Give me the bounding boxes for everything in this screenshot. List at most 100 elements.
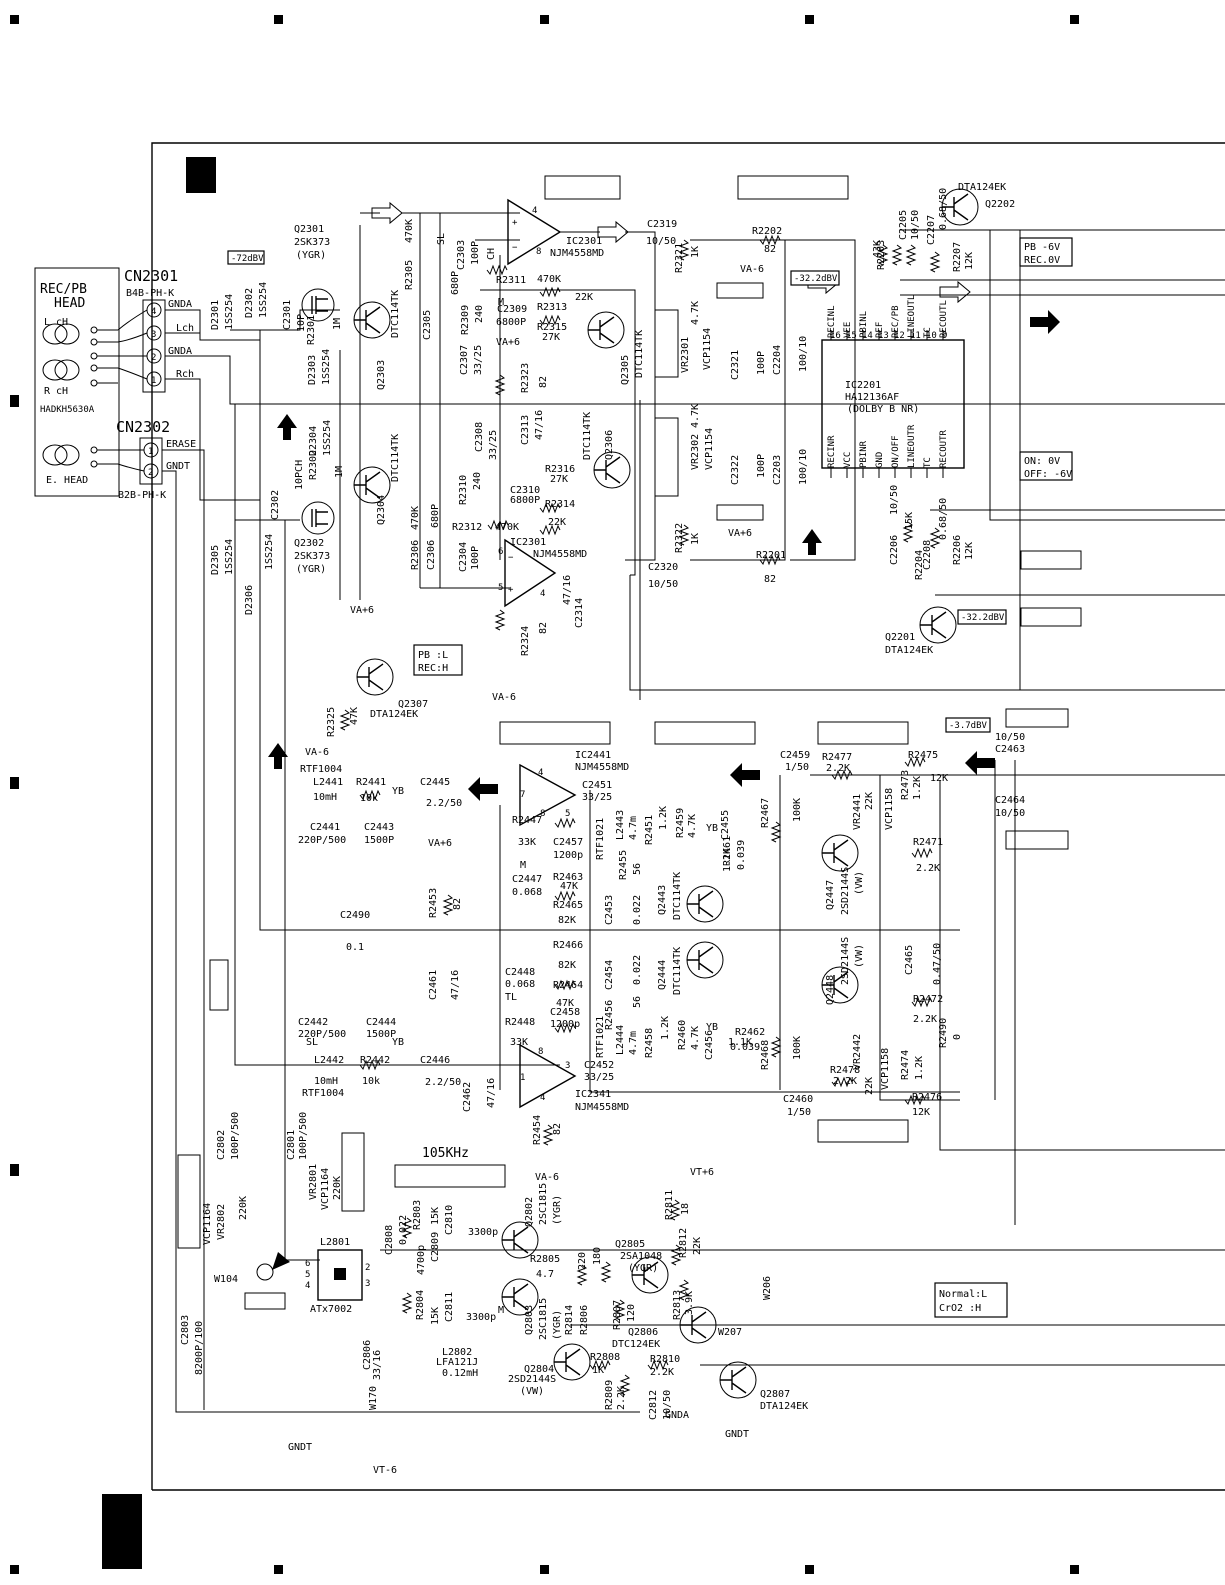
ic2341-label: IC2341 [575,1089,611,1100]
label-parts-c2208-114: C2208 [922,540,933,570]
resistor-zigzag [678,524,690,546]
label-parts-r2458_v-219: 1.2K [660,1016,671,1040]
label-parts-r2451-154: R2451 [644,815,655,845]
label-parts-r2463-147: R2463 [553,872,583,883]
label-parts-c2461_v-200: 47/16 [450,970,461,1000]
label-parts-r2808_v-308: 1K [592,1365,604,1376]
transistor-6 [919,606,957,644]
label-parts-c2320_v-91: 10/50 [648,579,678,590]
label-transistors-q2305-74: Q2305 [620,355,631,385]
label-parts-c2453-158: C2453 [604,895,615,925]
label-parts-r2458-218: R2458 [644,1028,655,1058]
transistor-9 [821,834,859,872]
label-parts-r2808-307: R2808 [590,1352,620,1363]
label-parts-r2475-179: R2475 [908,750,938,761]
resistor-zigzag [576,1264,588,1286]
label-parts-l2444_v-217: 4.7m [628,1031,639,1055]
label-parts-r2806_v-298: 180 [592,1247,603,1265]
svg-text:3: 3 [365,1279,370,1289]
label-transistors-q2802_r-289: (YGR) [552,1195,563,1225]
label-parts-c2462-256: C2462 [462,1082,473,1112]
resistor-zigzag [904,756,926,768]
label-parts-c2444-247: C2444 [366,1017,396,1028]
svg-text:1: 1 [520,1073,525,1083]
label-parts-c2447-145: C2447 [512,874,542,885]
label-parts-c2811-285: C2811 [444,1292,455,1322]
ic2441: IC2441 NJM4558MD 4 7 8 5 [519,750,629,827]
label-parts-vr2441_p-178: VCP1158 [884,788,895,830]
label-parts-vr2442_v-233: 22K [864,1077,875,1095]
transistor-1 [353,466,391,504]
label-parts-r2453-195: R2453 [428,888,439,918]
label-parts-r2472_v-242: 2.2K [913,1014,937,1025]
label-parts-vr2442_p-234: VCP1158 [880,1048,891,1090]
label-parts-r2465-149: R2465 [553,900,583,911]
label-misc-yb-340: YB [392,1037,404,1048]
label-parts-r2812-320: R2812 [678,1228,689,1258]
output-level-r: -32.2dBV [961,613,1005,623]
fet-0 [301,288,335,322]
label-parts-r2467_v-171: 100K [792,798,803,822]
ic2201-bot-pin-7: RECOUTR [939,429,949,468]
label-parts-c2444_v-248: 1500P [366,1029,396,1040]
resistor-zigzag [831,1076,853,1088]
label-parts-c2302_v-23: 10PCH [294,460,305,490]
label-parts-c2810-279: C2810 [444,1205,455,1235]
label-parts-w170-330: W170 [368,1386,379,1410]
label-parts-c2322_v-99: 100P [756,454,767,478]
label-parts-r2325-126: R2325 [326,707,337,737]
svg-text:−: − [508,553,514,563]
ic2201-top-pin-num-7: 9 [942,331,947,341]
head-part-number: HADKH5630A [40,405,95,415]
label-parts-r2201-94: R2201 [756,550,786,561]
pb-l: PB :L [418,650,448,661]
label-parts-vr2801_v-270: 220K [332,1176,343,1200]
label-parts-r2477_v-175: 2.2K [826,763,850,774]
label-misc-yb-342: YB [706,823,718,834]
label-parts-l2802_p-302: LFA121J [436,1357,478,1368]
label-parts-c2490-197: C2490 [340,910,370,921]
label-parts-rtf1004a-128: RTF1004 [300,764,342,775]
label-parts-c2307-46: C2307 [459,345,470,375]
resistor-zigzag [339,709,351,731]
label-parts-c2806_v-329: 33/16 [372,1350,383,1380]
label-parts-c2320-90: C2320 [648,562,678,573]
label-parts-r2475_v-180: 12K [930,773,948,784]
label-transistors-q2805_r-317: (YGR) [628,1263,658,1274]
label-parts-r2811-318: R2811 [664,1190,675,1220]
label-parts-c2464-185: C2464 [995,795,1025,806]
ic2301-upper: + − IC2301 NJM4558MD 4 8 [507,198,604,266]
svg-text:Rch: Rch [176,369,194,380]
ic2201-desc: (DOLBY B NR) [847,404,919,415]
label-parts-r2313-54: R2313 [537,302,567,313]
svg-text:8: 8 [540,809,545,819]
label-parts-c2809_v-282: 4700p [416,1245,427,1275]
label-transistors-q2301-1-13: 2SK373 [294,237,330,248]
label-parts-r2810_v-314: 2.2K [650,1367,674,1378]
label-transistors-q2805_p-316: 2SA1048 [620,1251,662,1262]
label-parts-rtf1004b-253: RTF1004 [302,1088,344,1099]
label-parts-r2309-42: R2309 [460,305,471,335]
ic2341-part: NJM4558MD [575,1102,629,1113]
label-parts-r2323_v-67: 82 [538,376,549,388]
label-misc-yb-343: YB [706,1022,718,1033]
resistor-zigzag [401,1292,413,1314]
svg-text:GNDA: GNDA [168,299,192,310]
label-parts-vr2301_p-84: VCP1154 [702,328,713,370]
label-parts-vr2441_v-177: 22K [864,792,875,810]
resistor-zigzag [442,894,454,916]
label-parts-vr2802_p-268: VCP1164 [202,1203,213,1245]
label-parts-c2452_v-259: 33/25 [584,1072,614,1083]
resistor-zigzag [678,1279,690,1301]
label-misc-m-333: M [498,297,504,308]
ic2201-top-pin-num-2: 14 [862,331,873,341]
label-transistors-q2444-168: Q2444 [657,960,668,990]
va6p-2: VA+6 [728,528,752,539]
label-transistors-q2307-124: Q2307 [398,699,428,710]
label-parts-vr2801_p-271: VCP1164 [320,1168,331,1210]
svg-text:8: 8 [536,247,541,257]
svg-text:2: 2 [148,468,153,478]
label-parts-c2455_v-163: 0.039 [736,840,747,870]
resistor-zigzag [891,244,903,266]
svg-text:2: 2 [365,1263,370,1273]
